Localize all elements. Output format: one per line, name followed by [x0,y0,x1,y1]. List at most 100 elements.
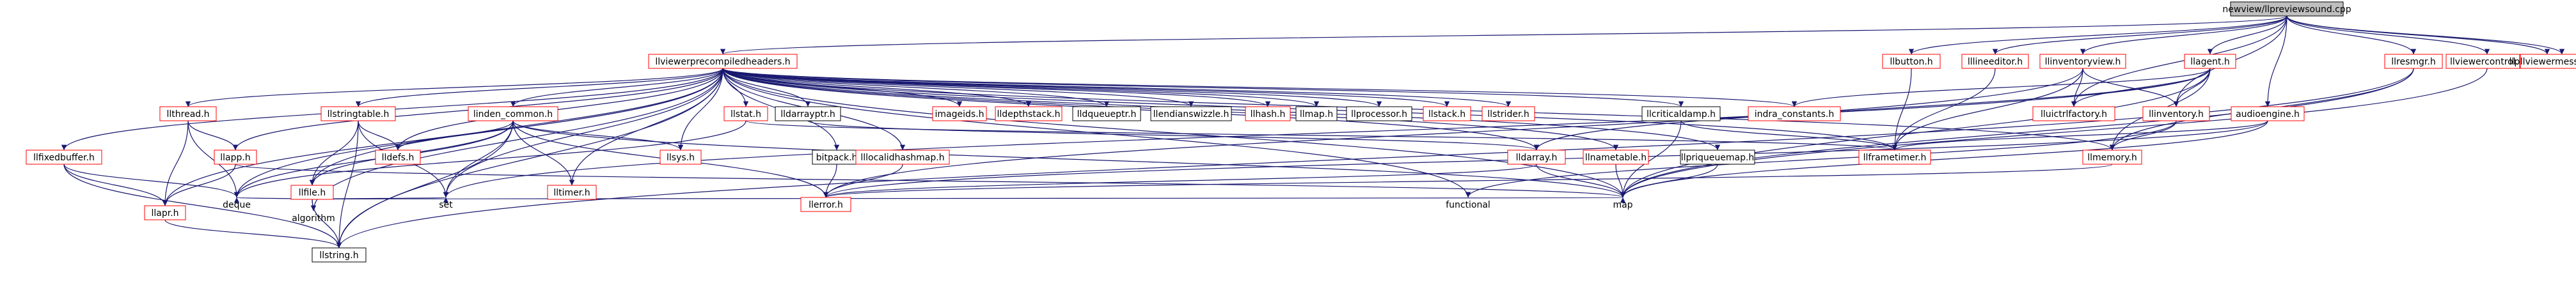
edge-llstat-to-llframetimer [745,120,1897,151]
node-box-llresmgr [2384,54,2443,69]
node-llstack[interactable]: llstack.h [1423,106,1471,121]
node-lldarrayptr[interactable]: lldarrayptr.h [775,106,841,121]
node-box-audioengine [2231,106,2305,121]
node-functional[interactable]: functional [1446,200,1490,210]
node-llstringtable[interactable]: llstringtable.h [320,106,396,121]
node-label-llfixedbuffer: llfixedbuffer.h [33,153,95,163]
node-llnametable[interactable]: llnametable.h [1583,150,1649,165]
node-lindencommon[interactable]: linden_common.h [468,106,558,121]
node-label-llviewermessage: llviewermessage.h [2520,57,2576,67]
node-label-llsys: llsys.h [667,153,695,163]
edge-root-to-pch [720,15,2288,55]
node-lluictrlfactory[interactable]: lluictrlfactory.h [2032,106,2115,121]
edge-pch-to-llmap [722,68,1319,107]
node-label-llinventoryview: llinventoryview.h [2045,57,2121,67]
node-lldarray[interactable]: lldarray.h [1507,150,1566,165]
node-lllocalidhashmap[interactable]: lllocalidhashmap.h [855,150,950,165]
node-lldqueueptr[interactable]: lldqueueptr.h [1072,106,1141,121]
node-audioengine[interactable]: audioengine.h [2231,106,2305,121]
node-label-llviewercontrol: llviewercontrol.h [2450,57,2524,67]
node-bitpack[interactable]: bitpack.h [812,150,862,165]
node-label-llstack: llstack.h [1428,109,1466,119]
node-llfile[interactable]: llfile.h [290,185,334,200]
node-label-pch: llviewerprecompiledheaders.h [655,57,790,67]
edge-llthread-to-llapp [187,120,239,151]
node-lltimer[interactable]: lltimer.h [547,185,597,200]
node-box-llagent [2184,54,2236,69]
node-llstring[interactable]: llstring.h [312,247,367,263]
edge-pch-to-lindencommon [510,68,723,107]
node-box-llfixedbuffer [26,150,102,165]
node-box-lldepthstack [995,106,1063,121]
node-llstat[interactable]: llstat.h [723,106,768,121]
node-llcriticaldamp[interactable]: llcriticaldamp.h [1641,106,1721,121]
node-label-llapp: llapp.h [220,153,250,163]
node-llmap[interactable]: llmap.h [1295,106,1338,121]
node-box-lllineeditor [1961,54,2029,69]
node-indraconstants[interactable]: indra_constants.h [1748,106,1841,121]
edge-llresmgr-to-map [1620,68,2414,198]
node-box-llstack [1423,106,1471,121]
node-lldefs[interactable]: lldefs.h [375,150,421,165]
node-box-lldarrayptr [775,106,841,121]
node-label-lldepthstack: lldepthstack.h [997,109,1060,119]
node-label-indraconstants: indra_constants.h [1755,109,1834,119]
edge-pch-to-lldarrayptr [722,68,811,107]
edge-lindencommon-to-map [512,120,1625,198]
edge-llcriticaldamp-to-llframetimer [1680,120,1898,151]
node-label-llapr: llapr.h [151,208,178,219]
node-layer: newview/llpreviewsound.cpp llviewerprecom… [26,1,2576,263]
node-label-llendianswizzle: llendianswizzle.h [1153,109,1229,119]
edge-llfile-to-llstring [312,199,342,249]
node-llfixedbuffer[interactable]: llfixedbuffer.h [26,150,102,165]
node-imageids[interactable]: imageids.h [932,106,987,121]
node-llinventoryview[interactable]: llinventoryview.h [2039,54,2126,69]
edge-llfixedbuffer-to-llstring [63,164,342,249]
node-label-llhash: llhash.h [1251,109,1286,119]
node-label-llstrider: llstrider.h [1487,109,1529,119]
edge-root-to-lluictrlfactory [2071,15,2288,107]
node-deque[interactable]: deque [223,200,251,210]
node-box-lluictrlfactory [2032,106,2115,121]
edge-pch-to-functional [722,68,1471,198]
node-llinventory[interactable]: llinventory.h [2142,106,2210,121]
node-root[interactable]: newview/llpreviewsound.cpp [2222,1,2351,17]
node-set[interactable]: set [439,200,453,210]
node-label-llmap: llmap.h [1300,109,1333,119]
node-llbutton[interactable]: llbutton.h [1882,54,1941,69]
node-llagent[interactable]: llagent.h [2184,54,2236,69]
node-llstrider[interactable]: llstrider.h [1482,106,1535,121]
edge-pch-to-llstrider [722,68,1511,107]
node-lllineeditor[interactable]: lllineeditor.h [1961,54,2029,69]
edge-llstringtable-to-llstring [336,120,359,249]
edge-lindencommon-to-set [443,120,514,198]
node-label-llcriticaldamp: llcriticaldamp.h [1647,109,1716,119]
node-llendianswizzle[interactable]: llendianswizzle.h [1150,106,1232,121]
node-map[interactable]: map [1613,200,1632,210]
node-llprocessor[interactable]: llprocessor.h [1346,106,1412,121]
node-box-llstringtable [320,106,396,121]
node-llpriqueuemap[interactable]: llpriqueuemap.h [1680,150,1755,165]
node-label-lldarray: lldarray.h [1516,153,1558,163]
node-llapp[interactable]: llapp.h [214,150,257,165]
edge-llcriticaldamp-to-map [1620,120,1682,198]
node-lldepthstack[interactable]: lldepthstack.h [995,106,1063,121]
node-algorithm[interactable]: algorithm [292,213,335,224]
edge-root-to-llagent [2207,15,2288,55]
node-box-llinventoryview [2039,54,2126,69]
node-llframetimer[interactable]: llframetimer.h [1858,150,1931,165]
node-llresmgr[interactable]: llresmgr.h [2384,54,2443,69]
node-llapr[interactable]: llapr.h [144,205,186,220]
edge-pch-to-llmemory [722,68,2115,151]
node-llthread[interactable]: llthread.h [159,106,217,121]
node-llmemory[interactable]: llmemory.h [2082,150,2142,165]
edge-pch-to-algorithm [310,68,723,211]
node-llviewermessage[interactable]: llviewermessage.h [2520,54,2576,69]
node-llsys[interactable]: llsys.h [660,150,702,165]
node-llhash[interactable]: llhash.h [1245,106,1291,121]
node-llviewercontrol[interactable]: llviewercontrol.h [2446,54,2529,69]
node-pch[interactable]: llviewerprecompiledheaders.h [648,54,798,69]
edge-pch-to-lldefs [395,68,723,151]
node-llerror[interactable]: llerror.h [800,197,851,212]
